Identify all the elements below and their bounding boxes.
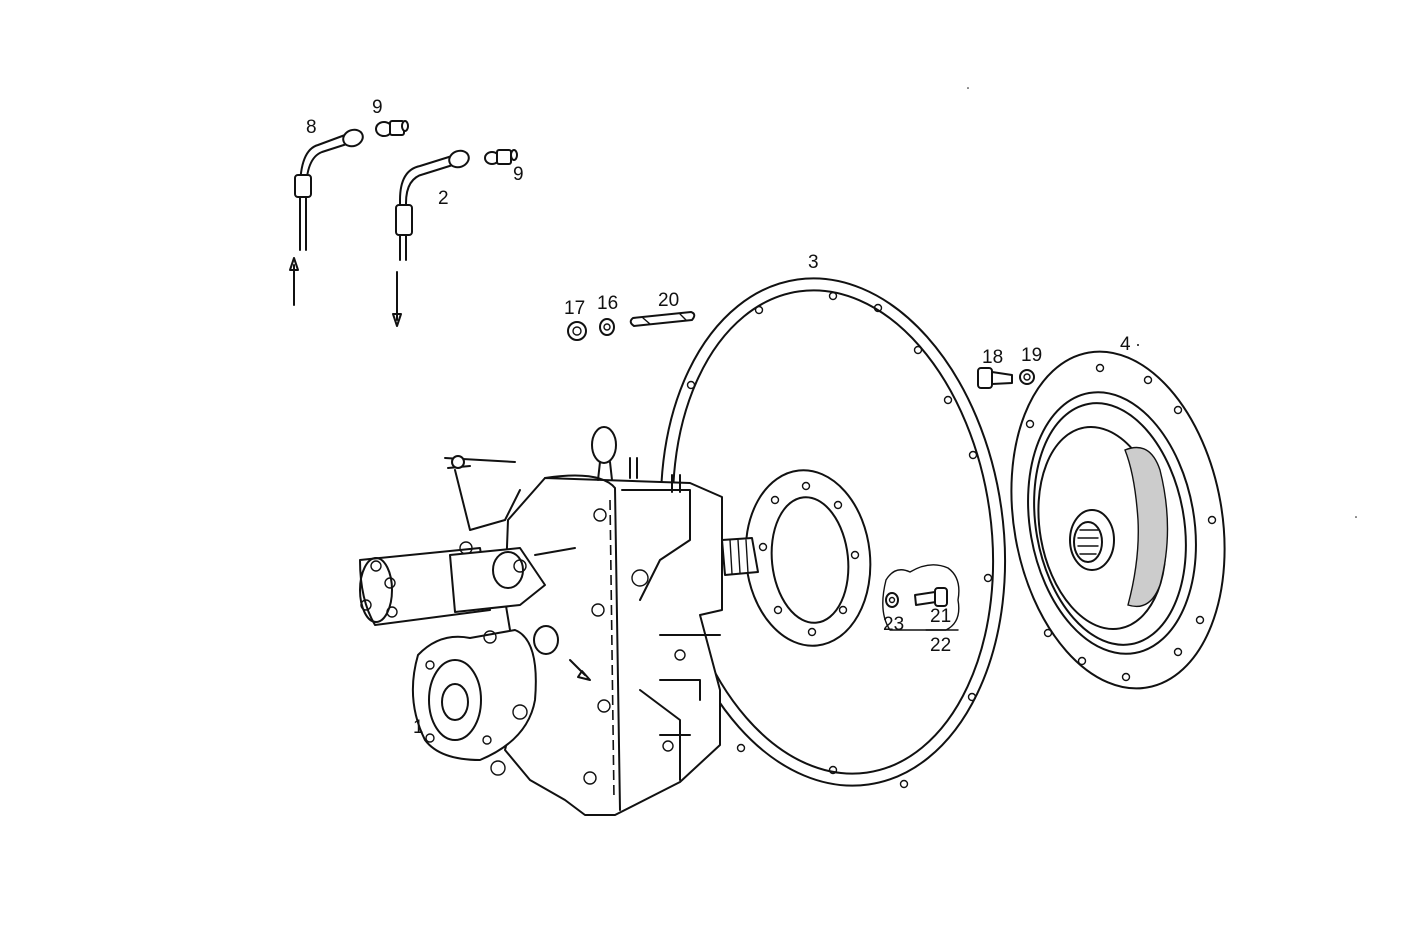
label-18: 18 — [982, 347, 1003, 368]
stud-20 — [629, 311, 696, 327]
fitting-9-lower — [484, 149, 518, 165]
nut-17 — [567, 321, 587, 341]
cable-2 — [392, 149, 470, 327]
friction-ring — [1124, 446, 1169, 608]
coupling-disc-4 — [1010, 350, 1226, 690]
label-8: 8 — [306, 117, 317, 138]
label-19: 19 — [1021, 345, 1042, 366]
label-23: 23 — [883, 614, 904, 635]
plate-holes — [686, 291, 993, 789]
label-17: 17 — [564, 298, 585, 319]
label-1: 1 — [413, 717, 424, 738]
disc-holes — [1025, 363, 1217, 682]
washer-16 — [599, 318, 615, 336]
gearbox-housing-1 — [359, 426, 759, 816]
label-4: 4 — [1120, 334, 1131, 355]
label-21: 21 — [930, 606, 951, 627]
fitting-9-upper — [375, 120, 409, 137]
label-22: 22 — [930, 635, 951, 656]
label-9-upper: 9 — [372, 97, 383, 118]
label-2: 2 — [438, 188, 449, 209]
bolt-18 — [977, 367, 1013, 389]
label-3: 3 — [808, 252, 819, 273]
label-16: 16 — [597, 293, 618, 314]
washer-19 — [1019, 369, 1035, 385]
label-20: 20 — [658, 290, 679, 311]
bolt-detail-inset — [882, 564, 960, 631]
cable-8 — [289, 128, 364, 306]
label-9-lower: 9 — [513, 164, 524, 185]
